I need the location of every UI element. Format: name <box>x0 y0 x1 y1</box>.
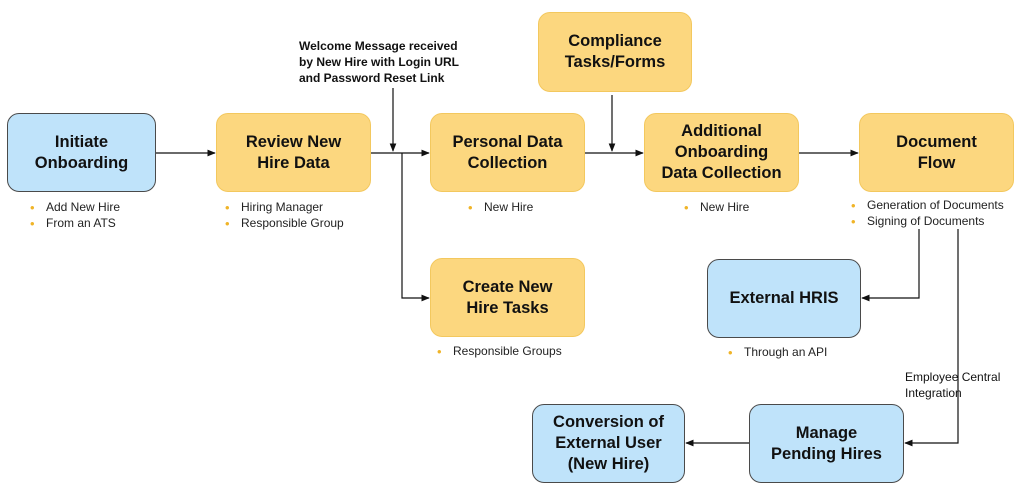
create-new-hire-tasks-bullets: Responsible Groups <box>437 344 562 360</box>
bullet-item: Hiring Manager <box>225 200 344 216</box>
external-hris-bullets: Through an API <box>728 345 827 361</box>
arrow-document-to-hris <box>861 229 920 302</box>
manage-pending-hires-node: Manage Pending Hires <box>749 404 904 483</box>
welcome-message-note: Welcome Message received by New Hire wit… <box>299 39 460 85</box>
arrow-document-to-pending <box>904 229 959 447</box>
bullet-item: Add New Hire <box>30 200 120 216</box>
bullet-item: From an ATS <box>30 216 120 232</box>
bullet-item: Through an API <box>728 345 827 361</box>
initiate-onboarding-bullets: Add New Hire From an ATS <box>30 200 120 231</box>
personal-data-collection-node: Personal Data Collection <box>430 113 585 192</box>
bullet-item: New Hire <box>684 200 749 216</box>
compliance-tasks-forms-node: Compliance Tasks/Forms <box>538 12 692 92</box>
additional-onboarding-data-collection-node: Additional Onboarding Data Collection <box>644 113 799 192</box>
bullet-item: New Hire <box>468 200 533 216</box>
document-flow-node: Document Flow <box>859 113 1014 192</box>
review-new-hire-data-bullets: Hiring Manager Responsible Group <box>225 200 344 231</box>
additional-onboarding-bullets: New Hire <box>684 200 749 216</box>
employee-central-integration-note: Employee Central Integration <box>905 370 1001 400</box>
review-new-hire-data-node: Review New Hire Data <box>216 113 371 192</box>
conversion-of-external-user-node: Conversion of External User (New Hire) <box>532 404 685 483</box>
document-flow-bullets: Generation of Documents Signing of Docum… <box>851 198 1004 229</box>
bullet-item: Generation of Documents <box>851 198 1004 214</box>
initiate-onboarding-node: Initiate Onboarding <box>7 113 156 192</box>
personal-data-collection-bullets: New Hire <box>468 200 533 216</box>
bullet-item: Signing of Documents <box>851 214 1004 230</box>
external-hris-node: External HRIS <box>707 259 861 338</box>
arrow-branch-to-tasks <box>401 153 430 302</box>
bullet-item: Responsible Group <box>225 216 344 232</box>
create-new-hire-tasks-node: Create New Hire Tasks <box>430 258 585 337</box>
bullet-item: Responsible Groups <box>437 344 562 360</box>
